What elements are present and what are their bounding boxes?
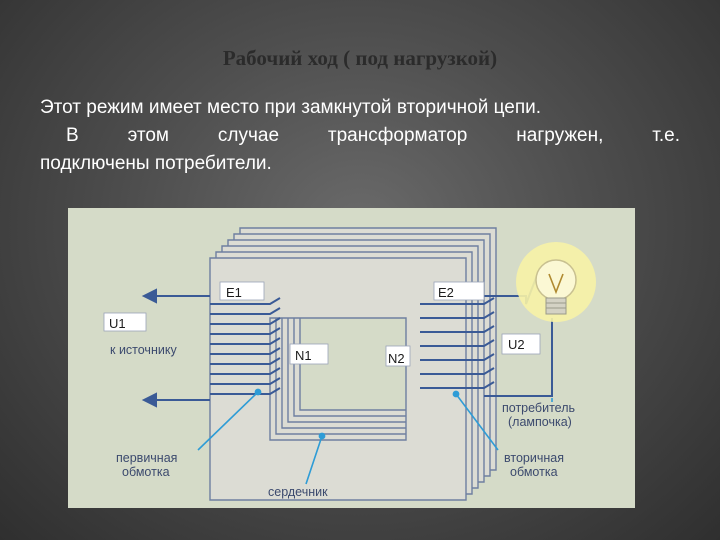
secondary-winding [420,297,495,389]
label-n2: N2 [388,351,405,366]
label-e2: E2 [438,285,454,300]
label-primary-line2: обмотка [122,465,170,479]
slide-body: Этот режим имеет место при замкнутой вто… [40,94,680,178]
body-line-1: Этот режим имеет место при замкнутой вто… [40,97,542,118]
lightbulb-icon [516,242,596,322]
label-consumer-line2: (лампочка) [508,415,572,429]
label-u2: U2 [508,337,525,352]
label-u1: U1 [109,316,126,331]
transformer-svg: E1 E2 U1 N1 N2 U2 к источнику потребител… [68,208,635,508]
label-core: сердечник [268,485,328,499]
label-to-source: к источнику [110,343,177,357]
label-e1: E1 [226,285,242,300]
primary-winding [210,297,281,395]
label-secondary-line1: вторичная [504,451,564,465]
label-consumer-line1: потребитель [502,401,575,415]
body-line-2: В этом случае трансформатор нагружен, т.… [66,125,680,146]
body-line-3: подключены потребители. [40,153,272,174]
label-primary-line1: первичная [116,451,177,465]
label-secondary-line2: обмотка [510,465,558,479]
label-boxes [103,281,541,367]
label-n1: N1 [295,348,312,363]
pointer-lines [197,388,553,485]
transformer-diagram: E1 E2 U1 N1 N2 U2 к источнику потребител… [68,208,635,508]
primary-leads [141,288,210,408]
slide-title: Рабочий ход ( под нагрузкой) [222,46,498,70]
